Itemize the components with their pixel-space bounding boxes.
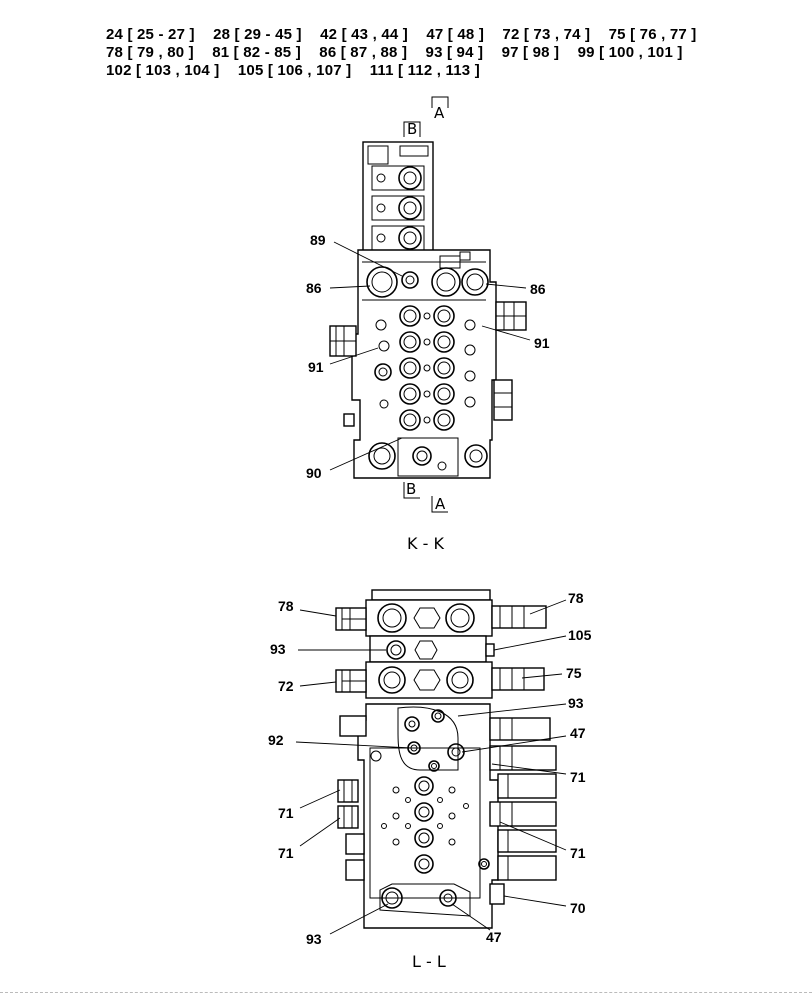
header-ref: 24 [ 25 - 27 ] [106, 26, 195, 43]
callout-91-left: 91 [308, 359, 324, 375]
callout-47-bottom: 47 [486, 929, 502, 945]
section-mark-a-top: A [434, 104, 445, 122]
header-ref: 99 [ 100 , 101 ] [577, 44, 683, 61]
callout-72: 72 [278, 678, 294, 694]
leader-105 [493, 635, 567, 651]
leader-89 [333, 241, 403, 277]
right-side-fitting [493, 379, 513, 421]
leader-47-bottom [451, 903, 491, 931]
section-mark-b-top: B [407, 120, 417, 138]
leader-90 [329, 437, 403, 471]
view-kk-title: K - K [407, 534, 444, 553]
header-ref: 28 [ 29 - 45 ] [213, 26, 302, 43]
solenoid-right-75 [491, 667, 545, 691]
main-ports-row [366, 266, 489, 298]
leader-71-left-top [299, 789, 341, 809]
header-ref: 75 [ 76 , 77 ] [608, 26, 697, 43]
leader-93-bottom [329, 903, 389, 935]
valve-block-body [351, 249, 497, 479]
leader-71-right-bottom [499, 821, 567, 851]
callout-86-left: 86 [306, 280, 322, 296]
header-ref: 93 [ 94 ] [425, 44, 484, 61]
callout-93-mid: 93 [568, 695, 584, 711]
callout-92: 92 [268, 732, 284, 748]
header-line-2: 78 [ 79 , 80 ] 81 [ 82 - 85 ] 86 [ 87 , … [106, 44, 786, 62]
relief-valve-1 [371, 165, 425, 191]
leader-70 [503, 895, 567, 907]
bottom-ports [368, 437, 488, 477]
callout-71-left-top: 71 [278, 805, 294, 821]
leader-92 [295, 741, 413, 749]
callout-71-left-bottom: 71 [278, 845, 294, 861]
leader-78-right [529, 599, 567, 615]
header-ref: 97 [ 98 ] [501, 44, 560, 61]
main-lower-block [357, 703, 499, 929]
relief-valve-2 [371, 195, 425, 221]
relief-stack-body [362, 141, 434, 255]
header-ref: 105 [ 106 , 107 ] [237, 62, 352, 79]
callout-47-top: 47 [570, 725, 586, 741]
leader-86-left [329, 285, 371, 289]
left-plug-stack [337, 715, 367, 881]
part-reference-header: 24 [ 25 - 27 ] 28 [ 29 - 45 ] 42 [ 43 , … [106, 26, 786, 80]
callout-93-top: 93 [270, 641, 286, 657]
right-solenoid-stack [489, 717, 557, 881]
top-cap [371, 589, 491, 601]
callout-78-right: 78 [568, 590, 584, 606]
page-bottom-rule [0, 992, 812, 993]
callout-105: 105 [568, 627, 592, 643]
callout-93-bottom: 93 [306, 931, 322, 947]
leader-86-right [485, 283, 527, 289]
header-ref: 47 [ 48 ] [426, 26, 485, 43]
header-ref: 72 [ 73 , 74 ] [502, 26, 591, 43]
header-ref: 102 [ 103 , 104 ] [106, 62, 220, 79]
callout-89: 89 [310, 232, 326, 248]
header-ref: 81 [ 82 - 85 ] [212, 44, 301, 61]
view-ll-drawing: 78 78 105 93 75 72 93 92 47 71 71 71 71 … [268, 589, 592, 971]
view-ll-title: L - L [412, 952, 446, 971]
plug-70 [489, 883, 505, 905]
callout-75: 75 [566, 665, 582, 681]
leader-72 [299, 681, 337, 687]
callout-78-left: 78 [278, 598, 294, 614]
section-mark-b-bottom: B [406, 480, 416, 498]
callout-91-right: 91 [534, 335, 550, 351]
leader-47-top [461, 735, 567, 753]
solenoid-left-72 [335, 669, 367, 693]
callout-70: 70 [570, 900, 586, 916]
callout-71-right-bottom: 71 [570, 845, 586, 861]
solenoid-right-78 [491, 605, 547, 629]
header-line-1: 24 [ 25 - 27 ] 28 [ 29 - 45 ] 42 [ 43 , … [106, 26, 786, 44]
header-ref: 78 [ 79 , 80 ] [106, 44, 194, 61]
callout-86-right: 86 [530, 281, 546, 297]
left-side-plug [329, 325, 357, 357]
leader-91-left [329, 347, 379, 365]
spool-port-grid [374, 305, 476, 431]
leader-93-mid [457, 703, 567, 717]
right-side-plug [495, 301, 527, 331]
leader-71-right-top [491, 763, 567, 775]
leader-78-left [299, 609, 337, 617]
callout-90: 90 [306, 465, 322, 481]
header-ref: 111 [ 112 , 113 ] [369, 62, 480, 79]
section-marker-bottom: B A [403, 480, 448, 513]
header-line-3: 102 [ 103 , 104 ] 105 [ 106 , 107 ] 111 … [106, 62, 786, 80]
lower-port-grid [381, 776, 490, 874]
header-ref: 86 [ 87 , 88 ] [319, 44, 408, 61]
section-mark-a-bottom: A [435, 495, 446, 513]
section-marker-top: A B [403, 96, 449, 138]
callout-71-right-top: 71 [570, 769, 586, 785]
view-kk-drawing: A B B A [306, 96, 550, 553]
leader-71-left-bottom [299, 817, 341, 847]
leader-91-right [481, 325, 531, 341]
solenoid-left-78 [335, 607, 367, 631]
header-ref: 42 [ 43 , 44 ] [320, 26, 408, 43]
leader-75 [521, 673, 563, 679]
